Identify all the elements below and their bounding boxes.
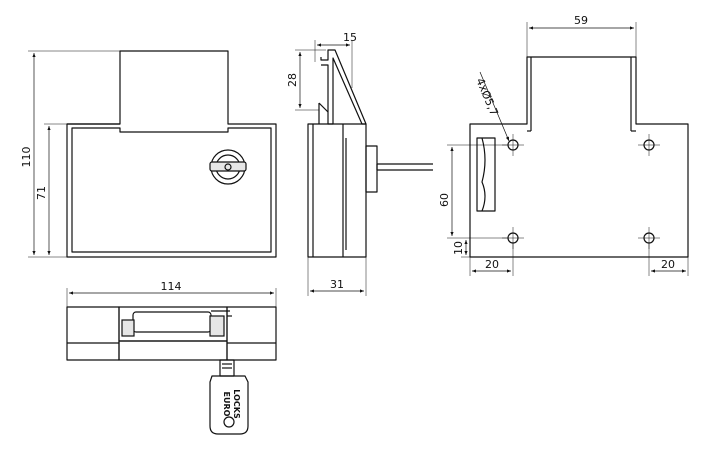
- rear-hole-vertical-dimension: 60: [438, 144, 508, 239]
- rear-view: [469, 56, 689, 258]
- rear-hole-left-label: 20: [485, 258, 499, 271]
- rear-hole-right-label: 20: [661, 258, 675, 271]
- rear-hole-vertical-label: 60: [438, 193, 451, 207]
- key-icon: EURO LOCKS: [209, 359, 249, 435]
- rear-hole-spec-label: 4xØ5,7: [473, 76, 500, 118]
- hole-icon: [638, 134, 660, 156]
- rear-mounting-holes: [502, 134, 660, 249]
- rear-hole-bottom-dimension: 10: [452, 240, 470, 258]
- front-height-total-dimension: 110: [20, 50, 120, 258]
- hole-spec-leader: 4xØ5,7: [473, 71, 510, 142]
- rear-plate-width-dimension: 59: [526, 14, 637, 57]
- key-brand-line1: EURO: [222, 392, 231, 417]
- side-plate-depth-label: 15: [343, 31, 357, 44]
- front-width-label: 114: [161, 280, 182, 293]
- lock-cylinder-icon: [209, 149, 247, 185]
- side-depth-label: 31: [330, 278, 344, 291]
- side-view: [307, 49, 433, 258]
- key-brand-line2: LOCKS: [232, 389, 241, 419]
- side-plate-height-label: 28: [286, 73, 299, 87]
- front-height-total-label: 110: [20, 147, 33, 168]
- rear-plate-width-label: 59: [574, 14, 588, 27]
- bottom-view: 114 EURO LOCKS: [66, 280, 277, 435]
- front-height-body-dimension: 71: [35, 123, 67, 255]
- side-depth-dimension: 31: [307, 257, 367, 296]
- front-view: [66, 50, 277, 258]
- rear-hole-left-dimension: 20: [469, 243, 514, 276]
- front-height-body-label: 71: [35, 186, 48, 200]
- rear-hole-bottom-label: 10: [452, 241, 465, 255]
- side-plate-height-dimension: 28: [286, 49, 326, 111]
- side-plate-depth-dimension: 15: [314, 31, 357, 88]
- rear-hole-right-dimension: 20: [648, 243, 689, 276]
